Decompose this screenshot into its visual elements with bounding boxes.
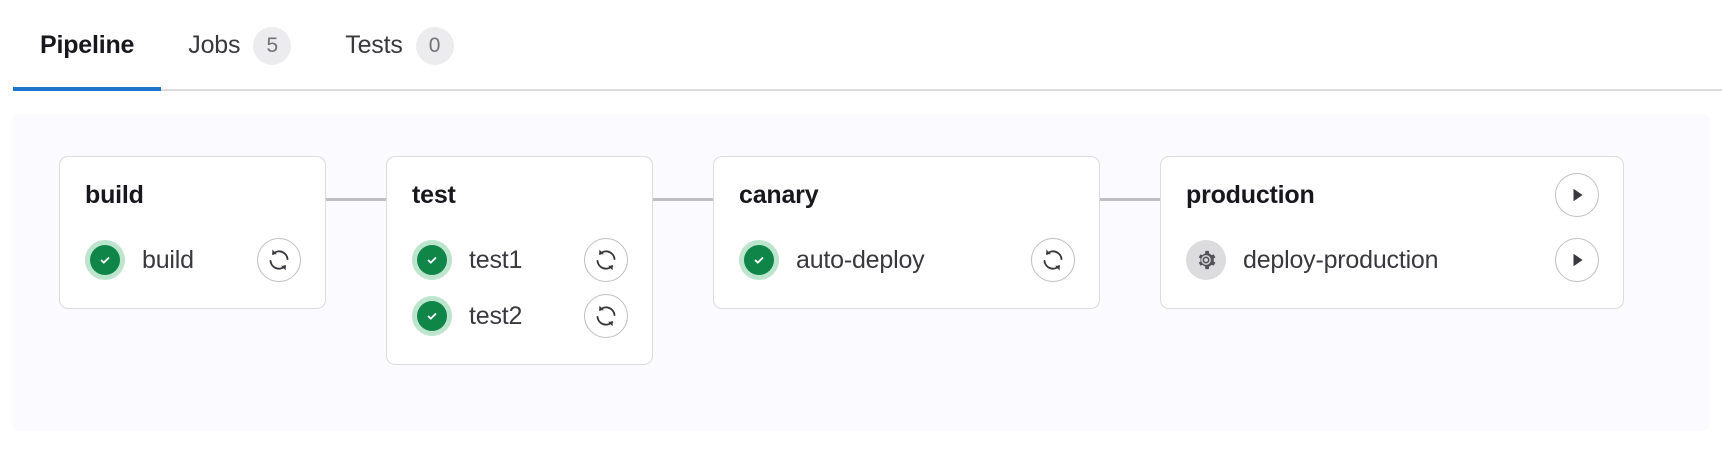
tab-tests-label: Tests xyxy=(345,31,403,59)
tab-pipeline-label: Pipeline xyxy=(40,31,135,59)
stage-header-production: production xyxy=(1161,173,1623,217)
pipeline-stage-test: test test1 xyxy=(386,156,653,365)
stage-jobs-build: build xyxy=(60,232,325,288)
stage-jobs-test: test1 xyxy=(387,232,652,344)
pipeline-stage-canary: canary auto-deploy xyxy=(713,156,1100,309)
stage-jobs-production: deploy-production xyxy=(1161,232,1623,288)
stage-title-canary: canary xyxy=(739,180,819,209)
play-icon[interactable] xyxy=(1555,238,1599,282)
job-name: auto-deploy xyxy=(796,245,925,274)
tab-jobs[interactable]: Jobs 5 xyxy=(161,0,318,91)
stage-title-production: production xyxy=(1186,180,1315,209)
job-main: test2 xyxy=(412,296,556,336)
job-row[interactable]: deploy-production xyxy=(1161,232,1623,288)
stage-connector xyxy=(653,198,713,201)
check-circle-icon xyxy=(412,240,452,280)
tab-jobs-label: Jobs xyxy=(188,31,241,59)
pipeline-stage-production: production xyxy=(1160,156,1624,309)
job-name: deploy-production xyxy=(1243,245,1439,274)
tab-tests[interactable]: Tests 0 xyxy=(318,0,480,91)
job-name: build xyxy=(142,245,194,274)
job-main: test1 xyxy=(412,240,556,280)
play-icon[interactable] xyxy=(1555,173,1599,217)
job-name: test2 xyxy=(469,301,523,330)
job-row[interactable]: test1 xyxy=(387,232,652,288)
job-main: build xyxy=(85,240,229,280)
retry-icon[interactable] xyxy=(584,294,628,338)
stage-header-test: test xyxy=(387,175,652,215)
retry-icon[interactable] xyxy=(584,238,628,282)
tab-jobs-badge: 5 xyxy=(253,26,292,65)
stage-header-build: build xyxy=(60,175,325,215)
job-row[interactable]: build xyxy=(60,232,325,288)
job-main: auto-deploy xyxy=(739,240,1003,280)
job-row[interactable]: test2 xyxy=(387,288,652,344)
check-circle-icon xyxy=(412,296,452,336)
stage-header-canary: canary xyxy=(714,175,1099,215)
pipeline-stages: build build xyxy=(59,156,1624,365)
pipeline-stage-build: build build xyxy=(59,156,326,309)
stage-title-build: build xyxy=(85,180,144,209)
stage-connector xyxy=(1100,198,1160,201)
stage-title-test: test xyxy=(412,180,456,209)
tab-pipeline[interactable]: Pipeline xyxy=(13,0,162,91)
stage-connector xyxy=(326,198,386,201)
gear-icon xyxy=(1186,240,1226,280)
stage-jobs-canary: auto-deploy xyxy=(714,232,1099,288)
job-name: test1 xyxy=(469,245,523,274)
tab-tests-badge: 0 xyxy=(415,26,454,65)
retry-icon[interactable] xyxy=(257,238,301,282)
retry-icon[interactable] xyxy=(1031,238,1075,282)
check-circle-icon xyxy=(85,240,125,280)
check-circle-icon xyxy=(739,240,779,280)
job-row[interactable]: auto-deploy xyxy=(714,232,1099,288)
job-main: deploy-production xyxy=(1186,240,1527,280)
tab-bar: Pipeline Jobs 5 Tests 0 xyxy=(0,0,1722,91)
pipeline-graph-canvas: build build xyxy=(13,114,1709,431)
